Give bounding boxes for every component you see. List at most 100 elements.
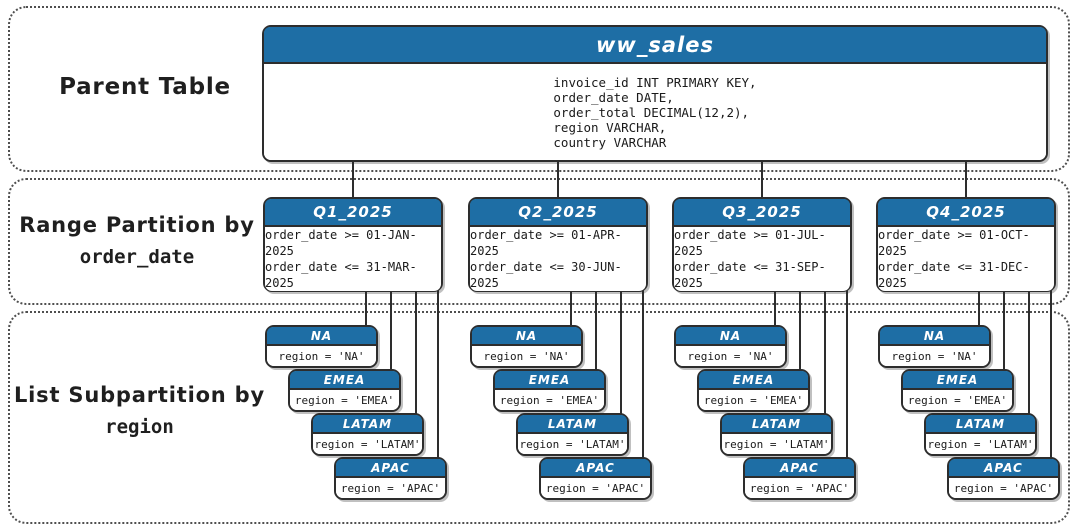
parent-table-card: ww_sales invoice_id INT PRIMARY KEY, ord… — [262, 25, 1048, 162]
condition-text: region = 'APAC' — [953, 481, 1054, 495]
connector-line — [1028, 290, 1030, 416]
parent-table-body: invoice_id INT PRIMARY KEY, order_date D… — [264, 64, 1046, 160]
quarter-4-region-1-card-body: region = 'EMEA' — [903, 390, 1012, 410]
quarter-1-region-2-card-conditions: region = 'LATAM' — [315, 438, 421, 451]
quarter-4-region-3-card-title: APAC — [949, 459, 1058, 478]
quarter-4-region-0-card-title: NA — [880, 327, 989, 346]
connector-line — [365, 290, 367, 328]
connector-line — [824, 290, 826, 416]
condition-text: order_date >= 01-OCT-2025 — [878, 228, 1030, 258]
range-section-band — [8, 178, 1070, 305]
connector-line — [415, 290, 417, 416]
quarter-4-region-3-card-conditions: region = 'APAC' — [954, 482, 1053, 495]
condition-text: order_date <= 30-JUN-2025 — [470, 260, 622, 290]
quarter-4-region-0-card-conditions: region = 'NA' — [891, 350, 977, 363]
condition-text: region = 'LATAM' — [927, 437, 1034, 451]
quarter-4-region-3-card-body: region = 'APAC' — [949, 478, 1058, 498]
condition-text: order_date >= 01-JUL-2025 — [674, 228, 826, 258]
condition-text: region = 'EMEA' — [703, 393, 804, 407]
quarter-2-region-3-card-conditions: region = 'APAC' — [546, 482, 645, 495]
quarter-1-region-1-card-body: region = 'EMEA' — [290, 390, 399, 410]
column-def: invoice_id INT PRIMARY KEY, — [553, 74, 757, 90]
quarter-4-region-2-card-conditions: region = 'LATAM' — [928, 438, 1034, 451]
connector-line — [978, 290, 980, 328]
label-range-line1: Range Partition by — [19, 213, 255, 237]
connector-line — [965, 161, 967, 199]
condition-text: region = 'EMEA' — [907, 393, 1008, 407]
connector-line — [557, 161, 559, 199]
label-list-line2: region — [105, 416, 174, 438]
quarter-1-region-0-card: NA region = 'NA' — [265, 325, 378, 368]
quarter-3-region-2-card-title: LATAM — [722, 415, 831, 434]
quarter-4-region-2-card-body: region = 'LATAM' — [926, 434, 1035, 454]
condition-text: region = 'LATAM' — [314, 437, 421, 451]
label-list-section: List Subpartition by region — [12, 380, 267, 444]
condition-text: order_date >= 01-JAN-2025 — [265, 228, 417, 258]
quarter-4-card-title: Q4_2025 — [878, 199, 1054, 227]
quarter-2-region-2-card-conditions: region = 'LATAM' — [520, 438, 626, 451]
condition-text: region = 'EMEA' — [499, 393, 600, 407]
quarter-4-region-2-card: LATAM region = 'LATAM' — [924, 413, 1037, 456]
condition-text: region = 'APAC' — [340, 481, 441, 495]
label-parent-table-text: Parent Table — [59, 74, 231, 100]
connector-line — [1003, 290, 1005, 372]
label-range-section: Range Partition by order_date — [12, 210, 262, 274]
label-range-line2: order_date — [79, 246, 195, 268]
quarter-2-region-1-card: EMEA region = 'EMEA' — [493, 369, 606, 412]
quarter-1-region-2-card: LATAM region = 'LATAM' — [311, 413, 424, 456]
column-def: order_date DATE, — [553, 89, 674, 105]
quarter-2-region-2-card-title: LATAM — [518, 415, 627, 434]
quarter-4-region-2-card-title: LATAM — [926, 415, 1035, 434]
quarter-4-region-1-card-conditions: region = 'EMEA' — [908, 394, 1007, 407]
condition-text: region = 'EMEA' — [294, 393, 395, 407]
condition-text: region = 'NA' — [278, 349, 365, 363]
quarter-4-region-0-card-body: region = 'NA' — [880, 346, 989, 366]
quarter-1-region-0-card-body: region = 'NA' — [267, 346, 376, 366]
quarter-1-region-2-card-body: region = 'LATAM' — [313, 434, 422, 454]
condition-text: region = 'LATAM' — [519, 437, 626, 451]
connector-line — [352, 161, 354, 199]
parent-column-definitions: invoice_id INT PRIMARY KEY, order_date D… — [553, 75, 756, 150]
condition-text: region = 'LATAM' — [723, 437, 830, 451]
quarter-4-region-0-card: NA region = 'NA' — [878, 325, 991, 368]
quarter-3-region-1-card-conditions: region = 'EMEA' — [704, 394, 803, 407]
parent-section-band — [8, 6, 1070, 172]
condition-text: region = 'APAC' — [545, 481, 646, 495]
quarter-3-region-2-card-conditions: region = 'LATAM' — [724, 438, 830, 451]
quarter-2-card-title: Q2_2025 — [470, 199, 646, 227]
connector-line — [390, 290, 392, 372]
quarter-2-region-1-card-body: region = 'EMEA' — [495, 390, 604, 410]
quarter-2-region-0-card-body: region = 'NA' — [472, 346, 581, 366]
condition-text: region = 'NA' — [483, 349, 570, 363]
quarter-2-region-1-card-title: EMEA — [495, 371, 604, 390]
quarter-3-region-2-card-body: region = 'LATAM' — [722, 434, 831, 454]
connector-line — [846, 290, 848, 460]
column-def: order_total DECIMAL(12,2), — [553, 104, 750, 120]
quarter-1-region-1-card-title: EMEA — [290, 371, 399, 390]
quarter-1-region-0-card-title: NA — [267, 327, 376, 346]
connector-line — [595, 290, 597, 372]
quarter-1-region-2-card-title: LATAM — [313, 415, 422, 434]
quarter-1-region-3-card-title: APAC — [336, 459, 445, 478]
quarter-2-region-2-card: LATAM region = 'LATAM' — [516, 413, 629, 456]
quarter-3-region-3-card-conditions: region = 'APAC' — [750, 482, 849, 495]
quarter-3-region-3-card-body: region = 'APAC' — [745, 478, 854, 498]
connector-line — [1050, 290, 1052, 460]
quarter-4-region-1-card-title: EMEA — [903, 371, 1012, 390]
condition-text: order_date >= 01-APR-2025 — [470, 228, 622, 258]
